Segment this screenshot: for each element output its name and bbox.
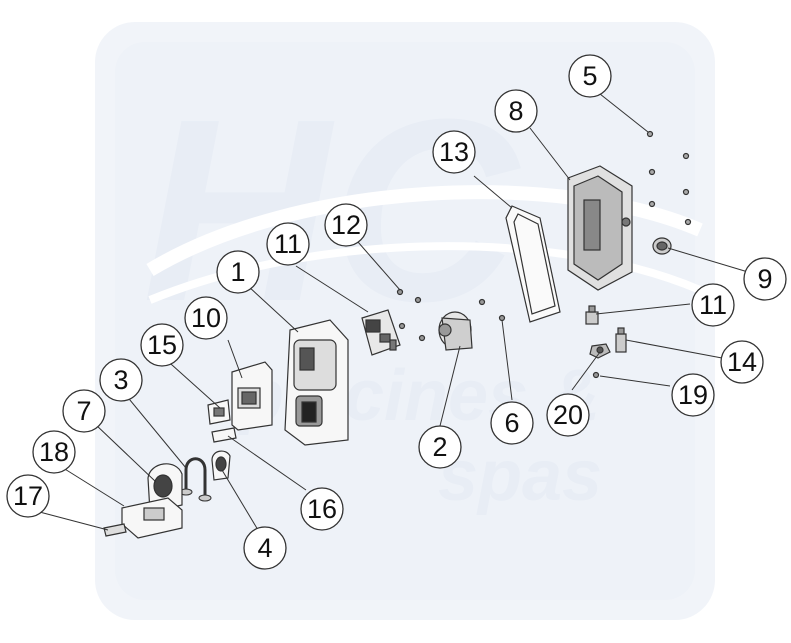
svg-text:2: 2 <box>432 432 447 462</box>
svg-text:7: 7 <box>76 396 91 426</box>
part-connector <box>615 327 627 353</box>
svg-text:5: 5 <box>582 61 597 91</box>
callout-18: 18 <box>32 430 76 474</box>
part-front-housing <box>284 319 349 446</box>
svg-text:6: 6 <box>504 408 519 438</box>
part-fitting <box>585 305 599 325</box>
part-enclosure <box>567 165 633 291</box>
part-clamp <box>211 450 231 481</box>
callout-10: 10 <box>184 296 228 340</box>
part-motor <box>438 311 473 351</box>
watermark-inner <box>115 42 695 600</box>
svg-text:17: 17 <box>13 481 43 511</box>
svg-text:10: 10 <box>191 303 221 333</box>
part-u-bolt <box>179 457 212 502</box>
svg-text:11: 11 <box>274 229 302 259</box>
svg-text:14: 14 <box>727 347 757 377</box>
watermark-line2: spas <box>438 436 602 516</box>
svg-text:12: 12 <box>331 210 361 240</box>
callout-12: 12 <box>324 203 368 247</box>
callout-8: 8 <box>494 89 538 133</box>
svg-text:1: 1 <box>230 257 245 287</box>
svg-text:20: 20 <box>553 400 583 430</box>
parts <box>103 130 692 539</box>
svg-text:4: 4 <box>257 533 272 563</box>
watermark: HC piscines & spas <box>95 22 715 620</box>
part-nut <box>589 343 611 359</box>
svg-text:3: 3 <box>113 365 128 395</box>
svg-text:11: 11 <box>699 290 727 320</box>
svg-text:8: 8 <box>508 96 523 126</box>
part-small-screws <box>478 298 506 322</box>
part-cover-panel <box>231 361 273 431</box>
svg-text:15: 15 <box>147 330 177 360</box>
callout-15: 15 <box>140 323 184 367</box>
callout-5: 5 <box>568 54 612 98</box>
part-key <box>103 523 127 537</box>
callouts: 1 2 3 4 5 6 7 8 9 10 11 11 12 13 14 15 1… <box>6 54 787 570</box>
svg-text:13: 13 <box>439 137 469 167</box>
callout-14: 14 <box>720 340 764 384</box>
callout-20: 20 <box>546 393 590 437</box>
part-circuit-board <box>361 309 401 356</box>
callout-11-upper: 11 <box>266 222 310 266</box>
callout-11-lower: 11 <box>691 283 735 327</box>
callout-4: 4 <box>243 526 287 570</box>
callout-9: 9 <box>743 257 787 301</box>
callout-16: 16 <box>300 487 344 531</box>
svg-text:16: 16 <box>307 494 337 524</box>
callout-13: 13 <box>432 130 476 174</box>
callout-2: 2 <box>418 425 462 469</box>
part-cap <box>652 237 672 255</box>
svg-text:18: 18 <box>39 437 69 467</box>
part-gasket <box>505 205 561 323</box>
callout-1: 1 <box>216 250 260 294</box>
callout-6: 6 <box>490 401 534 445</box>
callout-17: 17 <box>6 474 50 518</box>
leader-lines <box>31 93 749 531</box>
part-strip <box>211 427 237 443</box>
callout-3: 3 <box>99 358 143 402</box>
callout-7: 7 <box>62 389 106 433</box>
svg-text:19: 19 <box>678 380 708 410</box>
part-label-plate <box>207 399 231 425</box>
part-screw <box>592 371 600 379</box>
svg-text:9: 9 <box>757 264 772 294</box>
callout-19: 19 <box>671 373 715 417</box>
part-box-screws <box>646 130 692 226</box>
